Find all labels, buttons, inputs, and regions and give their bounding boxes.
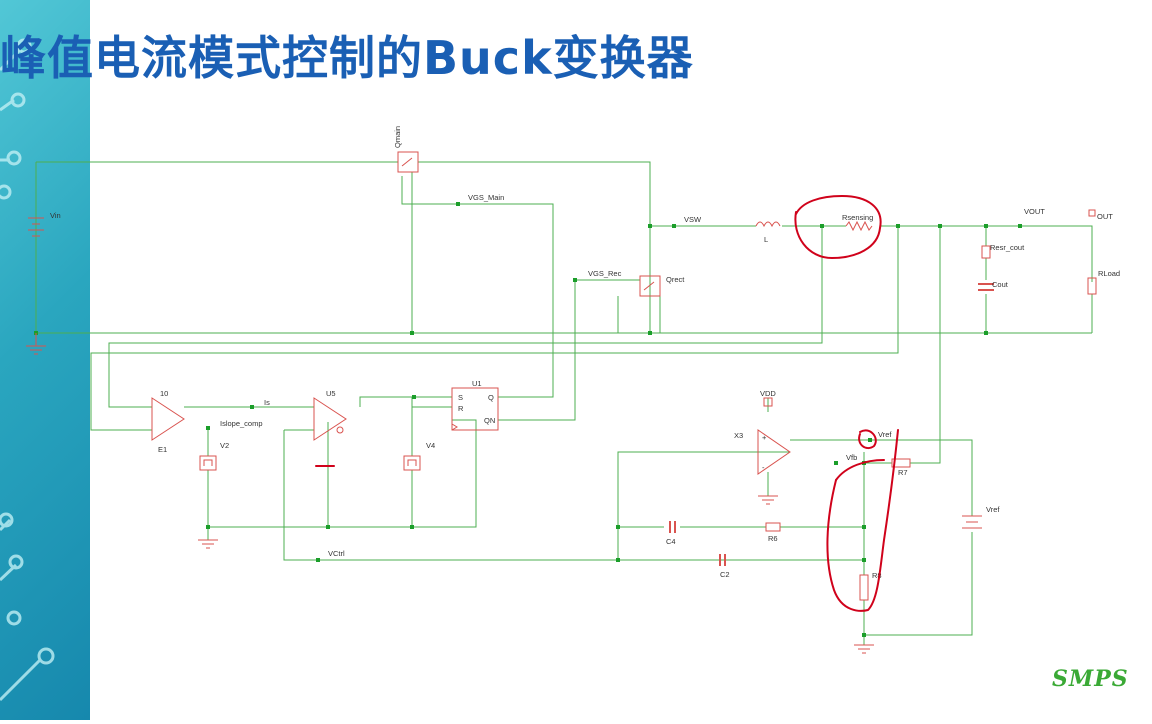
label-v2: V2 [220, 441, 229, 450]
label-c4: C4 [666, 537, 676, 546]
label-rsensing: Rsensing [842, 213, 873, 222]
label-qn: QN [484, 416, 495, 425]
label-r7: R7 [898, 468, 908, 477]
label-opamp-plus: + [762, 433, 767, 442]
label-out: OUT [1097, 212, 1113, 221]
circuit-pattern-icon [0, 38, 55, 702]
label-v4: V4 [426, 441, 435, 450]
label-vsw: VSW [684, 215, 702, 224]
slide-title: 峰值电流模式控制的Buck变换器 [0, 31, 694, 85]
label-c2: C2 [720, 570, 730, 579]
label-islope-comp: Islope_comp [220, 419, 263, 428]
label-r8: R8 [872, 571, 882, 580]
label-vout: VOUT [1024, 207, 1045, 216]
label-qrect: Qrect [666, 275, 685, 284]
label-is: Is [264, 398, 270, 407]
label-opamp-minus: - [762, 463, 765, 472]
decorative-sidebar [0, 0, 90, 720]
wires [35, 161, 1093, 645]
junction-nodes [34, 202, 1022, 637]
label-vdd: VDD [760, 389, 776, 398]
label-vref-source: Vref [986, 505, 1000, 514]
label-vgs-rec: VGS_Rec [588, 269, 622, 278]
label-u5: U5 [326, 389, 336, 398]
label-x3: X3 [734, 431, 743, 440]
label-r: R [458, 404, 464, 413]
label-l: L [764, 235, 768, 244]
label-vin: Vin [50, 211, 61, 220]
label-u1: U1 [472, 379, 482, 388]
label-vctrl: VCtrl [328, 549, 345, 558]
handwritten-annotations [315, 195, 899, 612]
label-r6: R6 [768, 534, 778, 543]
label-s: S [458, 393, 463, 402]
label-qmain: Qmain [393, 126, 402, 148]
label-gain: 10 [160, 389, 168, 398]
label-resr-cout: Resr_cout [990, 243, 1025, 252]
component-labels: Vin Qmain VGS_Main VSW L Rsensing VOUT O… [50, 126, 1120, 580]
label-rload: RLoad [1098, 269, 1120, 278]
label-cout: Cout [992, 280, 1009, 289]
label-e1: E1 [158, 445, 167, 454]
label-vfb: Vfb [846, 453, 857, 462]
label-vref-node: Vref [878, 430, 892, 439]
label-vgs-main: VGS_Main [468, 193, 504, 202]
label-q: Q [488, 393, 494, 402]
smps-logo: SMPS [1052, 666, 1129, 692]
components [26, 151, 1097, 654]
